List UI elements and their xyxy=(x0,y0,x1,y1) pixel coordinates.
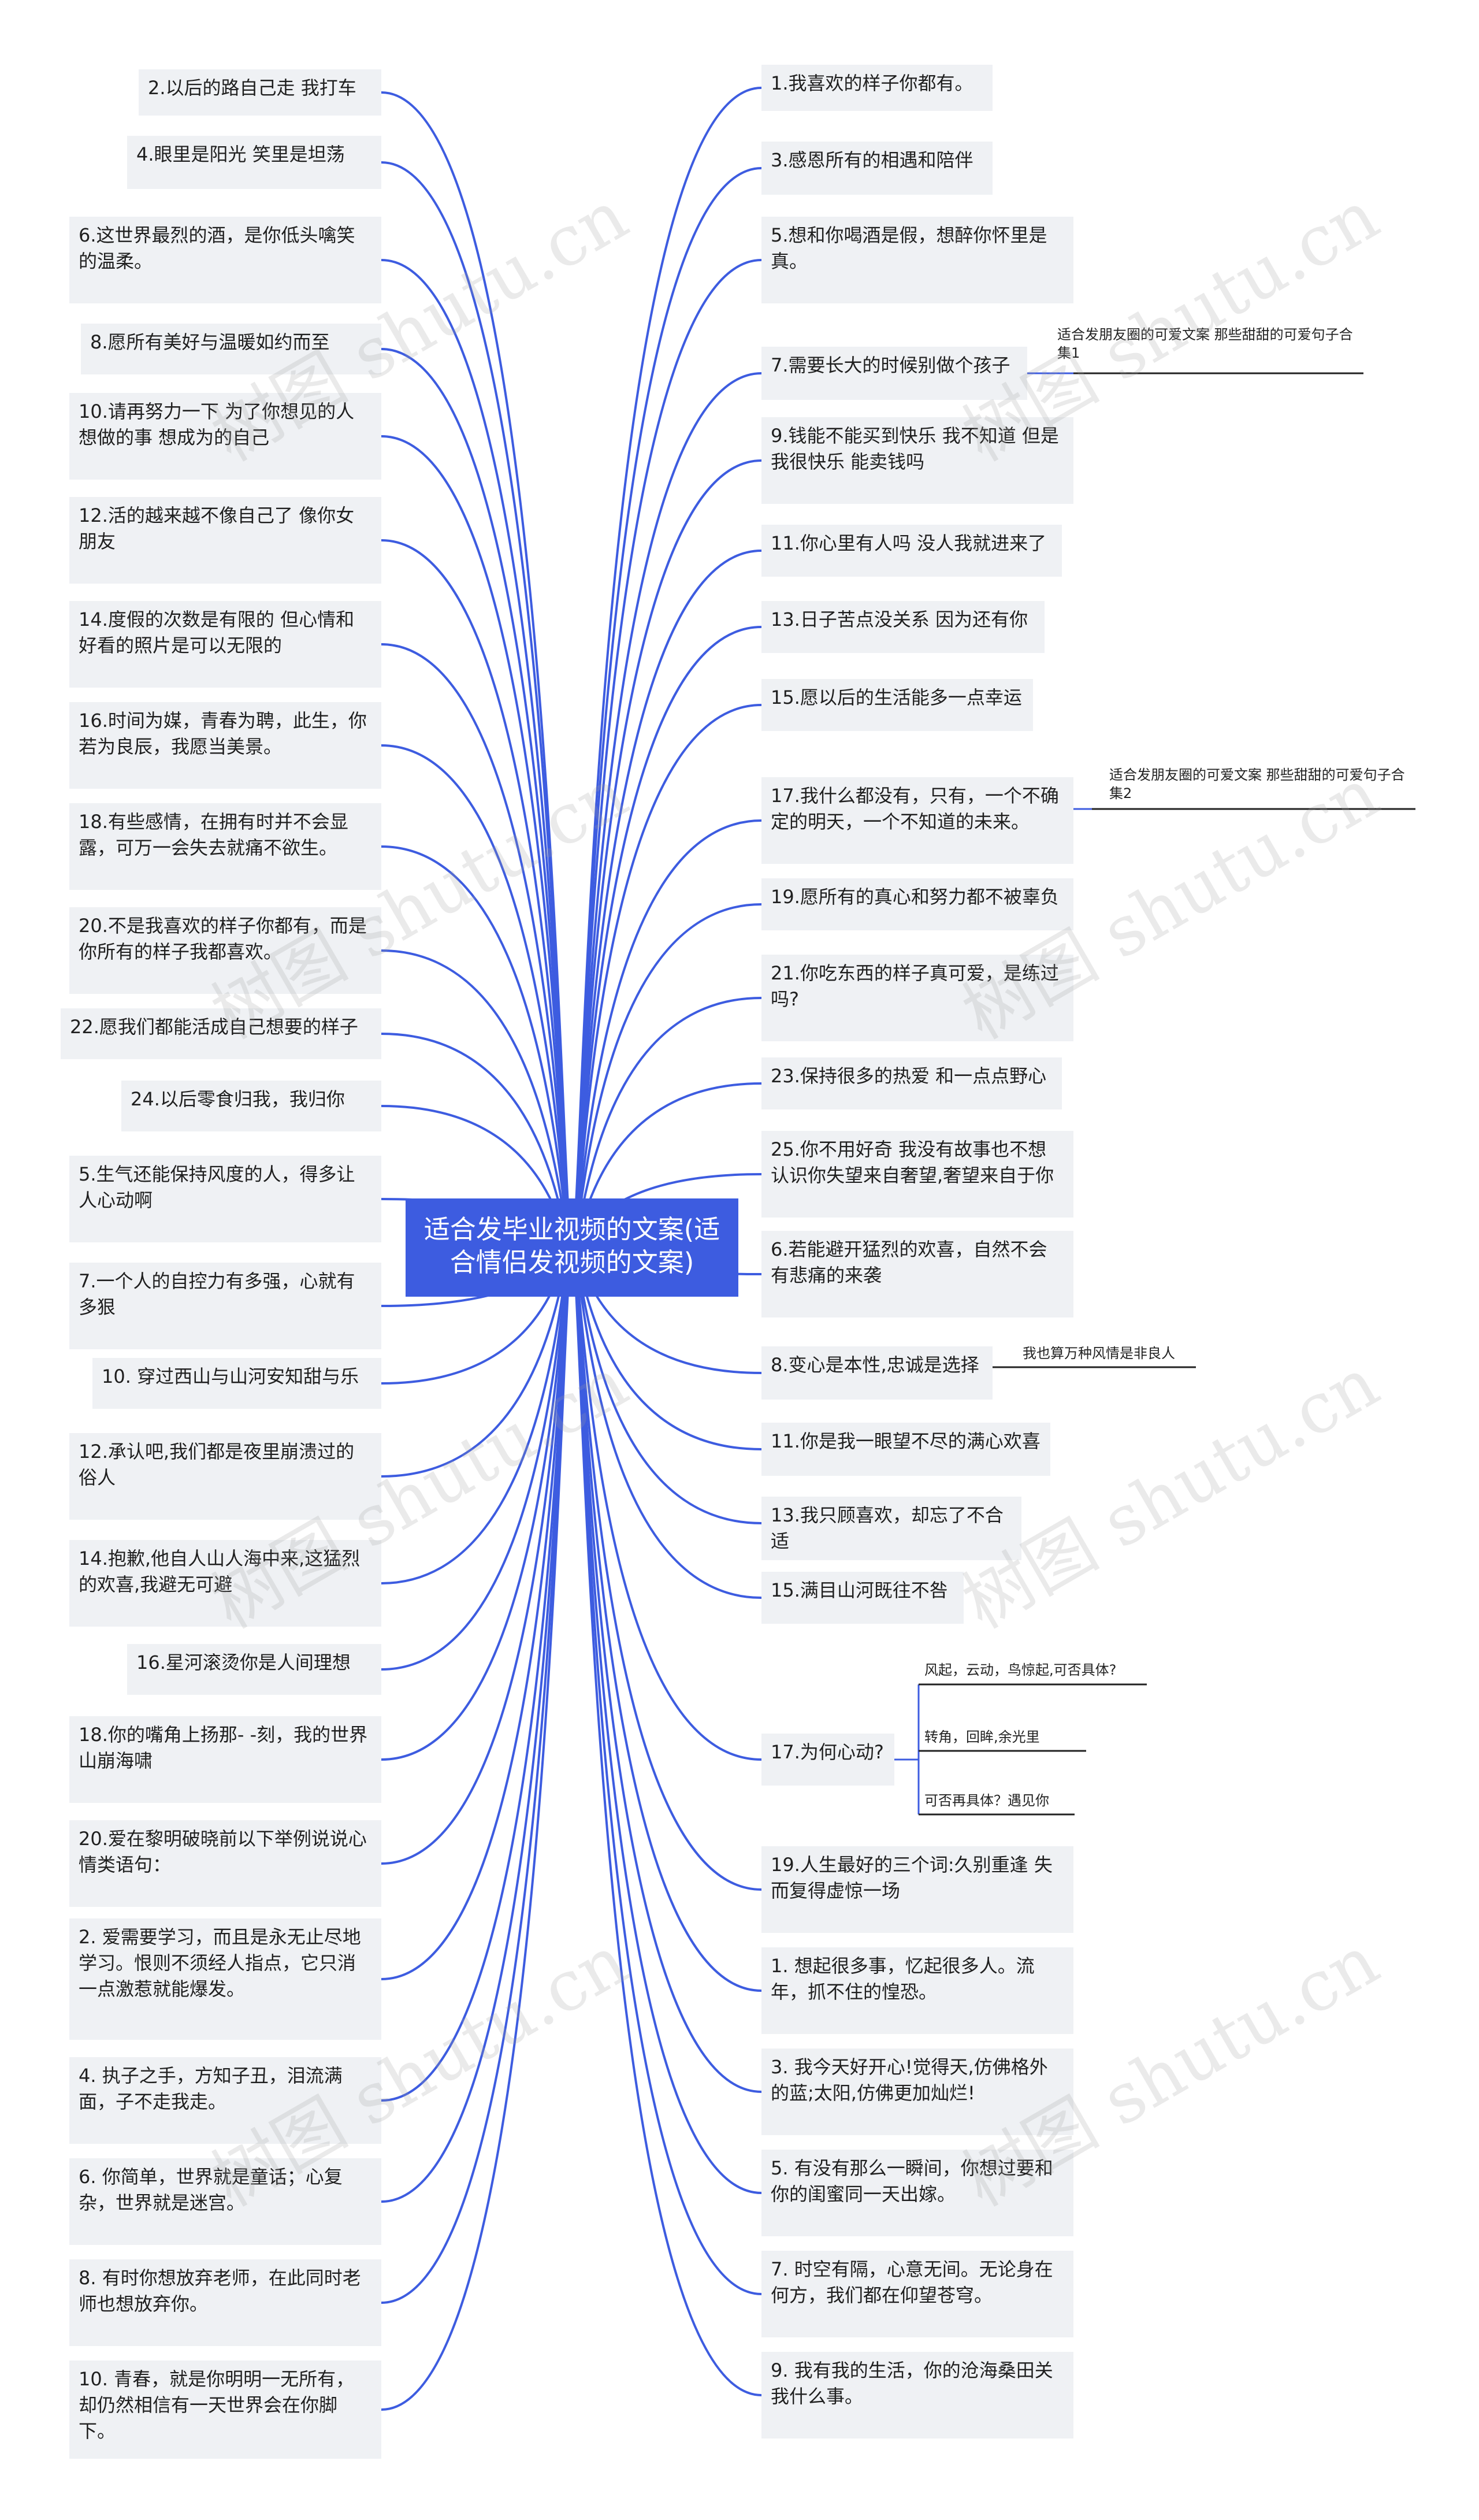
right-topic-node[interactable]: 19.人生最好的三个词:久别重逢 失而复得虚惊一场 xyxy=(761,1846,1073,1933)
right-topic-node[interactable]: 13.日子苦点没关系 因为还有你 xyxy=(761,601,1045,653)
right-topic-node[interactable]: 11.你是我一眼望不尽的满心欢喜 xyxy=(761,1423,1050,1476)
right-topic-node[interactable]: 15.满目山河既往不咎 xyxy=(761,1572,964,1624)
note-r18-3: 可否再具体？遇见你 xyxy=(924,1792,1049,1809)
right-edge xyxy=(571,1246,762,2396)
left-topic-node[interactable]: 24.以后零食归我，我归你 xyxy=(121,1081,381,1131)
note-r18-2: 转角，回眸,余光里 xyxy=(924,1729,1040,1745)
left-topic-node[interactable]: 6.这世界最烈的酒，是你低头噙笑的温柔。 xyxy=(69,217,381,303)
left-topic-node[interactable]: 18.有些感情，在拥有时并不会显露，可万一会失去就痛不欲生。 xyxy=(69,803,381,890)
left-topic-node[interactable]: 16.星河滚烫你是人间理想 xyxy=(127,1644,381,1695)
root-topic[interactable]: 适合发毕业视频的文案(适合情侣发视频的文案) xyxy=(406,1198,738,1297)
left-edge xyxy=(381,1246,573,2411)
right-topic-node[interactable]: 17.为何心动? xyxy=(761,1734,894,1786)
note-r18-1: 风起，云动，鸟惊起,可否具体? xyxy=(924,1662,1117,1678)
right-topic-node[interactable]: 7.需要长大的时候别做个孩子 xyxy=(761,347,1027,400)
left-topic-node[interactable]: 12.承认吧,我们都是夜里崩溃过的俗人 xyxy=(69,1433,381,1520)
right-edge xyxy=(571,903,762,1249)
right-topic-node[interactable]: 23.保持很多的热爱 和一点点野心 xyxy=(761,1057,1062,1109)
right-topic-node[interactable]: 21.你吃东西的样子真可爱，是练过吗? xyxy=(761,955,1073,1041)
note-r8: 适合发朋友圈的可爱文案 那些甜甜的可爱句子合集2 xyxy=(1109,767,1405,801)
right-topic-node[interactable]: 6.若能避开猛烈的欢喜，自然不会有悲痛的来袭 xyxy=(761,1231,1073,1317)
left-edge xyxy=(381,1246,573,1761)
right-topic-node[interactable]: 7. 时空有隔，心意无间。无论身在何方，我们都在仰望苍穹。 xyxy=(761,2251,1073,2337)
right-topic-node[interactable]: 3.感恩所有的相遇和陪伴 xyxy=(761,142,993,195)
right-topic-node[interactable]: 15.愿以后的生活能多一点幸运 xyxy=(761,679,1033,731)
left-topic-node[interactable]: 8. 有时你想放弃老师，在此同时老师也想放弃你。 xyxy=(69,2259,381,2346)
right-topic-node[interactable]: 1. 想起很多事，忆起很多人。流年，抓不住的惶恐。 xyxy=(761,1947,1073,2034)
left-topic-node[interactable]: 2.以后的路自己走 我打车 xyxy=(139,69,381,116)
left-topic-node[interactable]: 10. 青春，就是你明明一无所有，却仍然相信有一天世界会在你脚下。 xyxy=(69,2361,381,2459)
left-topic-node[interactable]: 20.爱在黎明破晓前以下举例说说心情类语句： xyxy=(69,1820,381,1907)
note-r3: 适合发朋友圈的可爱文案 那些甜甜的可爱句子合集1 xyxy=(1057,326,1353,361)
right-topic-node[interactable]: 17.我什么都没有，只有，一个不确定的明天，一个不知道的未来。 xyxy=(761,777,1073,864)
right-topic-node[interactable]: 19.愿所有的真心和努力都不被辜负 xyxy=(761,878,1073,930)
right-edge xyxy=(571,1246,762,1761)
left-topic-node[interactable]: 10.请再努力一下 为了你想见的人 想做的事 想成为的自己 xyxy=(69,393,381,480)
left-topic-node[interactable]: 22.愿我们都能活成自己想要的样子 xyxy=(61,1008,381,1059)
left-topic-node[interactable]: 16.时间为媒，青春为聘，此生，你若为良辰，我愿当美景。 xyxy=(69,702,381,789)
right-topic-node[interactable]: 5.想和你喝酒是假，想醉你怀里是真。 xyxy=(761,217,1073,303)
right-topic-node[interactable]: 8.变心是本性,忠诚是选择 xyxy=(761,1346,993,1400)
left-topic-node[interactable]: 14.度假的次数是有限的 但心情和好看的照片是可以无限的 xyxy=(69,601,381,688)
right-edge xyxy=(571,1246,762,2093)
left-topic-node[interactable]: 14.抱歉,他自人山人海中来,这猛烈的欢喜,我避无可避 xyxy=(69,1540,381,1627)
left-topic-node[interactable]: 4. 执子之手，方知子丑，泪流满面，子不走我走。 xyxy=(69,2057,381,2144)
right-edge xyxy=(571,87,762,1249)
right-topic-node[interactable]: 5. 有没有那么一瞬间，你想过要和你的闺蜜同一天出嫁。 xyxy=(761,2150,1073,2236)
left-topic-node[interactable]: 8.愿所有美好与温暖如约而至 xyxy=(81,324,381,374)
right-topic-node[interactable]: 3. 我今天好开心!觉得天,仿佛格外的蓝;太阳,仿佛更加灿烂! xyxy=(761,2048,1073,2135)
left-topic-node[interactable]: 2. 爱需要学习，而且是永无止尽地学习。恨则不须经人指点，它只消一点激惹就能爆发… xyxy=(69,1918,381,2040)
right-topic-node[interactable]: 13.我只顾喜欢，却忘了不合适 xyxy=(761,1497,1021,1560)
right-topic-node[interactable]: 9.钱能不能买到快乐 我不知道 但是我很快乐 能卖钱吗 xyxy=(761,417,1073,504)
left-edge xyxy=(381,161,573,1249)
right-edge xyxy=(571,1246,762,2295)
left-edge xyxy=(381,1246,573,2304)
left-topic-node[interactable]: 12.活的越来越不像自己了 像你女朋友 xyxy=(69,497,381,584)
left-edge xyxy=(381,348,573,1249)
note-r14: 我也算万种风情是非良人 xyxy=(1023,1345,1175,1361)
left-topic-node[interactable]: 7.一个人的自控力有多强，心就有多狠 xyxy=(69,1263,381,1349)
right-topic-node[interactable]: 11.你心里有人吗 没人我就进来了 xyxy=(761,525,1062,577)
right-edge xyxy=(571,459,762,1249)
right-topic-node[interactable]: 1.我喜欢的样子你都有。 xyxy=(761,65,993,111)
left-topic-node[interactable]: 4.眼里是阳光 笑里是坦荡 xyxy=(127,136,381,189)
left-topic-node[interactable]: 6. 你简单，世界就是童话；心复杂，世界就是迷宫。 xyxy=(69,2158,381,2245)
right-topic-node[interactable]: 9. 我有我的生活，你的沧海桑田关我什么事。 xyxy=(761,2352,1073,2439)
left-topic-node[interactable]: 18.你的嘴角上扬那- -刻，我的世界山崩海啸 xyxy=(69,1716,381,1803)
left-topic-node[interactable]: 10. 穿过西山与山河安知甜与乐 xyxy=(92,1358,381,1409)
right-topic-node[interactable]: 25.你不用好奇 我没有故事也不想认识你失望来自奢望,奢望来自于你 xyxy=(761,1131,1073,1218)
left-topic-node[interactable]: 20.不是我喜欢的样子你都有，而是你所有的样子我都喜欢。 xyxy=(69,907,381,994)
right-edge xyxy=(571,1246,762,2194)
left-topic-node[interactable]: 5.生气还能保持风度的人，得多让人心动啊 xyxy=(69,1156,381,1242)
